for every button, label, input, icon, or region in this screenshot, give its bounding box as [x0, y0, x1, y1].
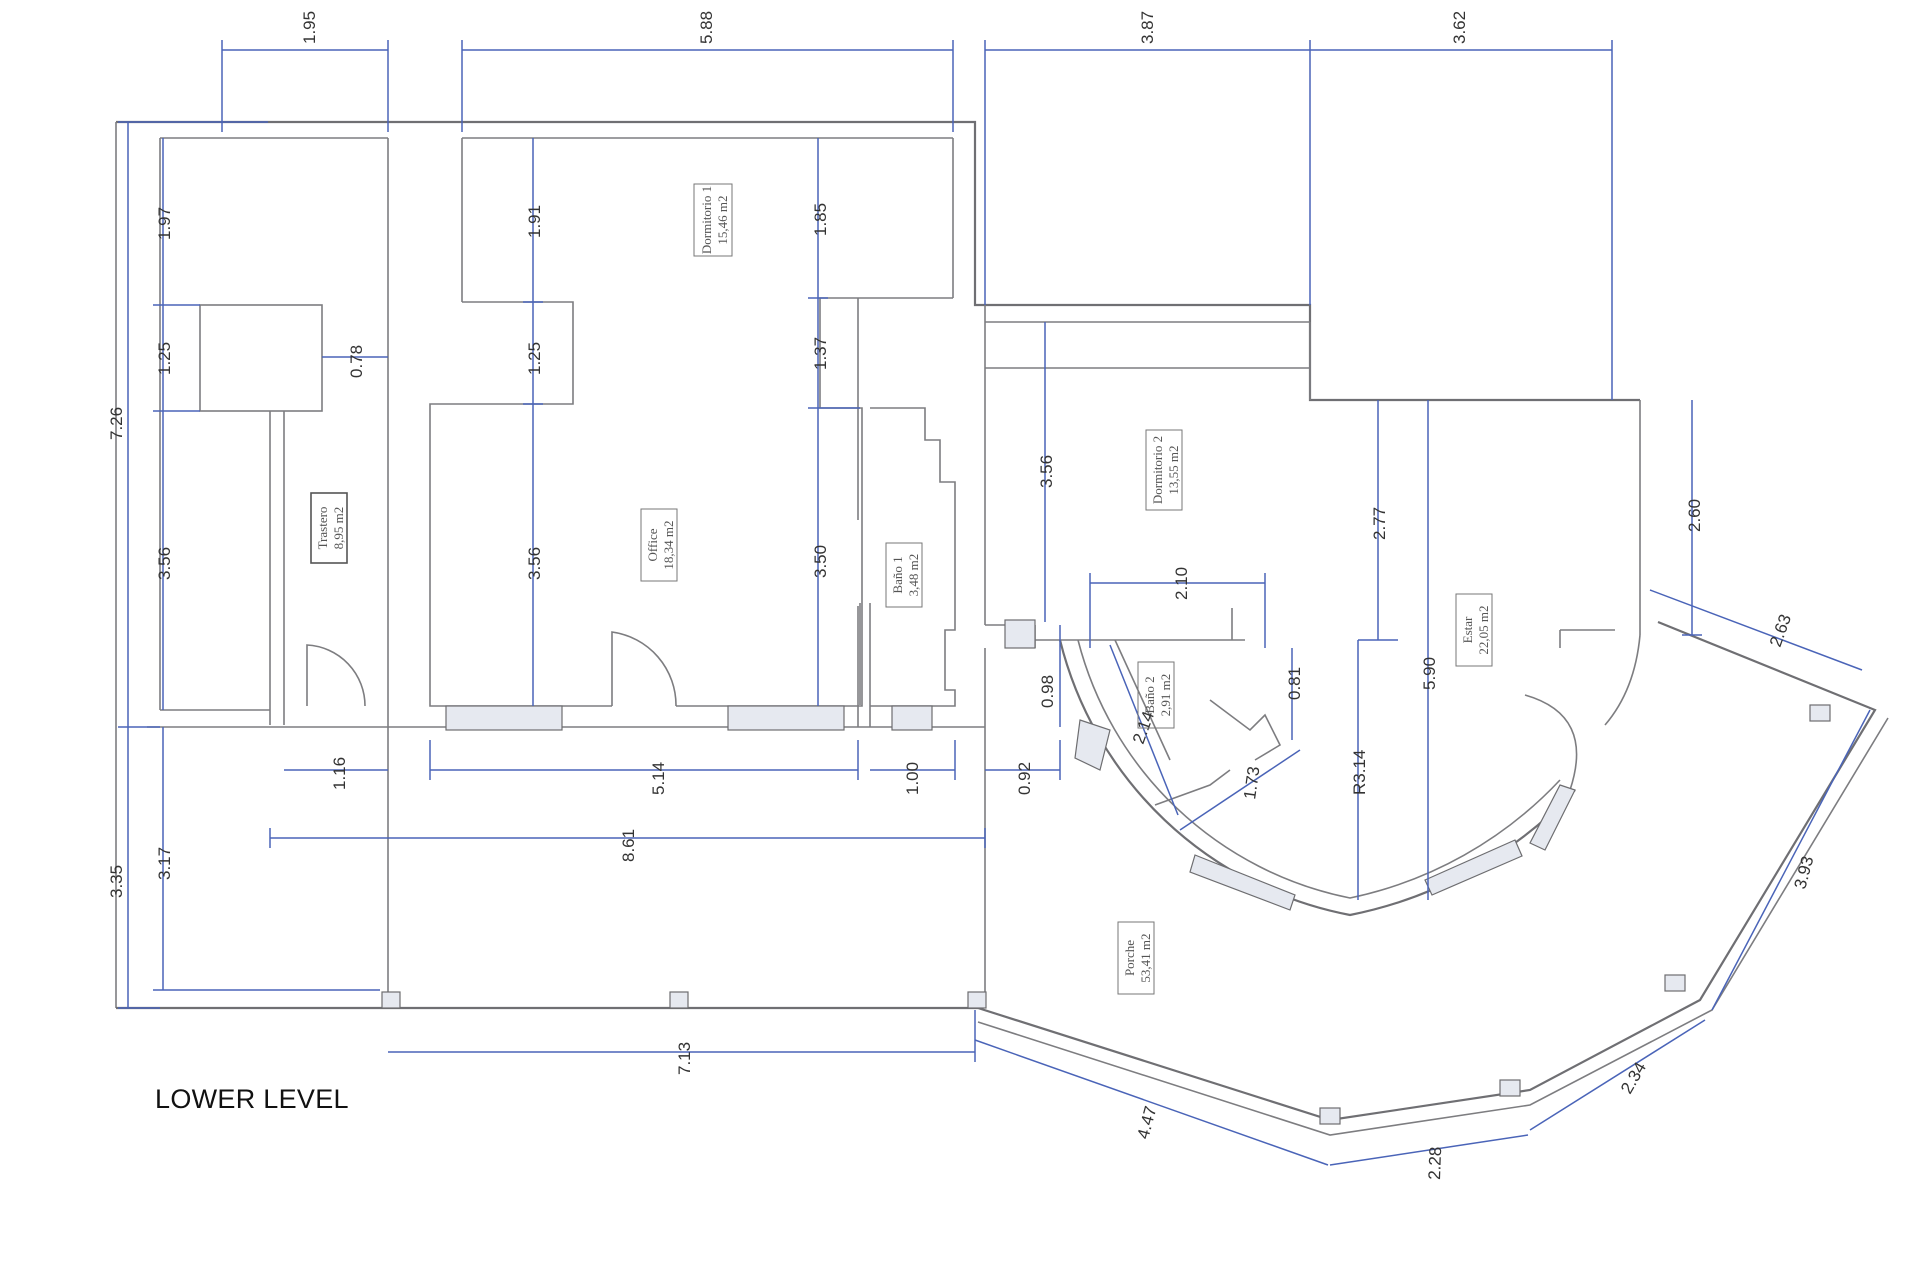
dim-label: 3.62	[1450, 11, 1469, 44]
dim-label: 2.28	[1425, 1146, 1445, 1180]
dim-label: 8.61	[619, 829, 638, 862]
dim-label: R3.14	[1350, 750, 1369, 795]
room-dormitorio-2: Dormitorio 2 13,55 m2	[1145, 429, 1183, 511]
room-porche: Porche 53,41 m2	[1117, 921, 1155, 995]
dim-label: 1.37	[811, 337, 830, 370]
room-labels: Dormitorio 1 15,46 m2 Trastero 8,95 m2 O…	[310, 183, 1493, 995]
dim-label: 1.91	[525, 205, 544, 238]
dim-label: 0.98	[1038, 675, 1057, 708]
dim-label: 5.90	[1420, 657, 1439, 690]
room-name: Trastero	[315, 507, 330, 550]
dim-label: 3.93	[1791, 854, 1818, 891]
room-area: 8,95 m2	[331, 507, 346, 550]
dim-label: 2.34	[1617, 1059, 1650, 1097]
dim-label: 1.73	[1240, 765, 1263, 800]
dim-label: 2.10	[1172, 567, 1191, 600]
room-name: Estar	[1460, 616, 1475, 643]
room-name: Office	[645, 528, 660, 561]
room-name: Dormitorio 1	[699, 186, 714, 254]
dimension-lines	[118, 40, 1871, 1166]
room-name: Baño 2	[1142, 676, 1157, 713]
dim-label: 1.25	[525, 342, 544, 375]
room-area: 15,46 m2	[715, 195, 730, 244]
windows	[381, 619, 1831, 1125]
room-area: 2,91 m2	[1158, 674, 1173, 717]
plan-caption: LOWER LEVEL	[155, 1084, 349, 1114]
dim-label: 3.56	[1037, 455, 1056, 488]
dim-label: 7.26	[107, 407, 126, 440]
dim-label: 2.77	[1370, 507, 1389, 540]
room-name: Baño 1	[890, 556, 905, 593]
dim-label: 3.56	[155, 547, 174, 580]
room-trastero: Trastero 8,95 m2	[310, 492, 348, 564]
dim-label: 3.87	[1138, 11, 1157, 44]
dim-label: 0.81	[1285, 667, 1304, 700]
dim-label: 1.00	[903, 762, 922, 795]
room-area: 22,05 m2	[1476, 605, 1491, 654]
room-name: Dormitorio 2	[1150, 436, 1165, 504]
room-dormitorio-1: Dormitorio 1 15,46 m2	[693, 183, 733, 257]
dim-label: 3.17	[155, 847, 174, 880]
dim-label: 5.14	[649, 762, 668, 795]
dim-label: 4.47	[1134, 1104, 1161, 1141]
walls	[115, 120, 1889, 1136]
room-area: 13,55 m2	[1166, 445, 1181, 494]
dim-label: 1.97	[155, 207, 174, 240]
doors	[306, 603, 861, 707]
dimension-labels: 1.95 5.88 3.87 3.62 7.26 1.97 1.25 3.56 …	[107, 11, 1817, 1180]
room-estar: Estar 22,05 m2	[1455, 593, 1493, 667]
dim-label: 7.13	[675, 1042, 694, 1075]
room-bano-1: Baño 1 3,48 m2	[885, 542, 923, 608]
dim-label: 3.56	[525, 547, 544, 580]
dim-label: 3.50	[811, 545, 830, 578]
dim-label: 1.85	[811, 203, 830, 236]
room-office: Office 18,34 m2	[640, 508, 678, 582]
room-area: 53,41 m2	[1138, 933, 1153, 982]
dim-label: 0.92	[1015, 762, 1034, 795]
room-bano-2: Baño 2 2,91 m2	[1137, 661, 1175, 729]
dim-label: 0.78	[347, 345, 366, 378]
dim-label: 2.60	[1685, 499, 1704, 532]
room-area: 3,48 m2	[906, 554, 921, 597]
room-area: 18,34 m2	[661, 520, 676, 569]
dim-label: 3.35	[107, 865, 126, 898]
dim-label: 1.95	[300, 11, 319, 44]
dim-label: 5.88	[697, 11, 716, 44]
dim-label: 1.25	[155, 342, 174, 375]
room-name: Porche	[1122, 940, 1137, 976]
dim-label: 1.16	[330, 757, 349, 790]
